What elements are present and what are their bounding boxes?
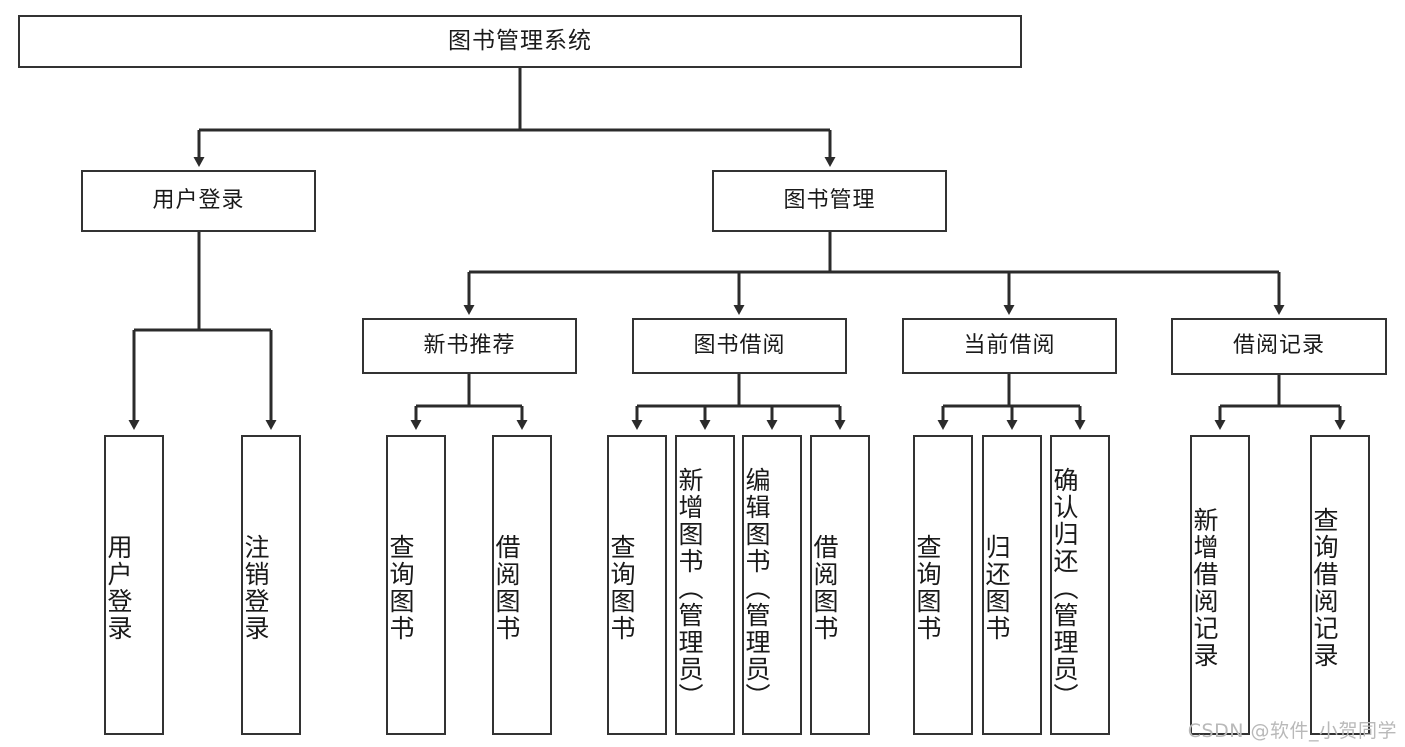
node-label: 借阅图书: [492, 534, 521, 642]
leaf-add-book-admin[interactable]: 新增图书（管理员）: [675, 435, 735, 735]
node-label: 新增图书（管理员）: [675, 466, 704, 710]
node-label: 编辑图书（管理员）: [742, 466, 771, 710]
node-book-management[interactable]: 图书管理: [712, 170, 947, 232]
node-label: 归还图书: [982, 534, 1011, 642]
node-book-borrow[interactable]: 图书借阅: [632, 318, 847, 374]
leaf-query-book-borrow[interactable]: 查询图书: [607, 435, 667, 735]
leaf-borrow-book[interactable]: 借阅图书: [810, 435, 870, 735]
node-label: 新增借阅记录: [1190, 507, 1219, 669]
node-label: 借阅记录: [1232, 333, 1325, 359]
node-label: 图书借阅: [693, 332, 786, 358]
node-label: 图书管理: [783, 187, 876, 213]
node-label: 注销登录: [241, 534, 270, 642]
node-label: 图书管理系统: [448, 27, 592, 54]
node-current-borrow[interactable]: 当前借阅: [902, 318, 1117, 374]
leaf-logout-login[interactable]: 注销登录: [241, 435, 301, 735]
node-label: 用户登录: [104, 534, 133, 642]
node-user-login[interactable]: 用户登录: [81, 170, 316, 232]
node-label: 当前借阅: [963, 332, 1056, 358]
node-label: 用户登录: [152, 187, 245, 213]
leaf-query-book-current[interactable]: 查询图书: [913, 435, 973, 735]
leaf-query-borrow-record[interactable]: 查询借阅记录: [1310, 435, 1370, 735]
leaf-edit-book-admin[interactable]: 编辑图书（管理员）: [742, 435, 802, 735]
node-label: 借阅图书: [810, 534, 839, 642]
leaf-query-book-recommend[interactable]: 查询图书: [386, 435, 446, 735]
node-borrow-record[interactable]: 借阅记录: [1171, 318, 1387, 375]
node-new-book-recommend[interactable]: 新书推荐: [362, 318, 577, 374]
node-book-management-system[interactable]: 图书管理系统: [18, 15, 1022, 68]
leaf-borrow-book-recommend[interactable]: 借阅图书: [492, 435, 552, 735]
node-label: 查询图书: [607, 534, 636, 642]
node-label: 查询借阅记录: [1310, 507, 1339, 669]
node-label: 查询图书: [913, 534, 942, 642]
leaf-confirm-return-admin[interactable]: 确认归还（管理员）: [1050, 435, 1110, 735]
node-label: 查询图书: [386, 534, 415, 642]
node-label: 确认归还（管理员）: [1050, 466, 1079, 710]
csdn-watermark: CSDN @软件_小贺同学: [1187, 720, 1397, 742]
leaf-return-book[interactable]: 归还图书: [982, 435, 1042, 735]
node-label: 新书推荐: [423, 332, 516, 358]
leaf-user-login[interactable]: 用户登录: [104, 435, 164, 735]
leaf-add-borrow-record[interactable]: 新增借阅记录: [1190, 435, 1250, 735]
